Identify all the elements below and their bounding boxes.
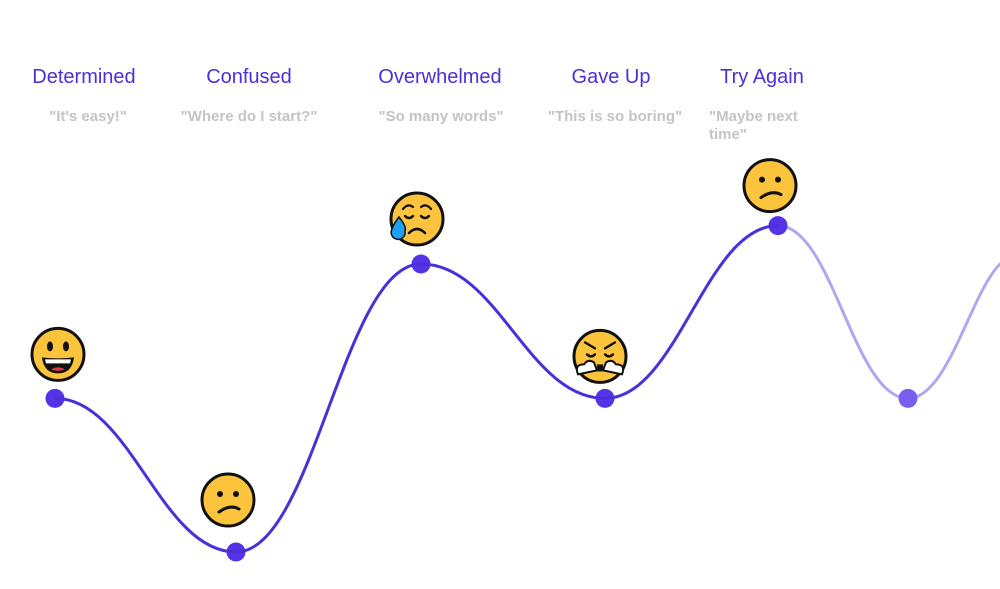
stage-quote-overwhelmed: "So many words" [378, 108, 504, 125]
data-point [898, 388, 918, 408]
huffing-face-icon [572, 328, 628, 384]
stage-label-determined: Determined [32, 66, 136, 88]
curve-line-faded [776, 224, 1000, 400]
stage-quote-try-again: "Maybe next time" [709, 108, 798, 143]
stage-label-gave-up: Gave Up [571, 66, 651, 88]
stage-quote-determined: "It's easy!" [49, 108, 127, 125]
stage-quote-gave-up: "This is so boring" [547, 108, 683, 125]
confused-face-icon [200, 472, 256, 528]
stage-label-overwhelmed: Overwhelmed [378, 66, 502, 88]
confused-face-icon [742, 158, 798, 214]
points-layer [45, 216, 918, 562]
sad-sweat-face-icon [389, 191, 445, 247]
emoji-layer [30, 158, 798, 528]
stage-quote-confused: "Where do I start?" [180, 108, 318, 125]
stage-label-confused: Confused [206, 66, 292, 88]
grinning-face-icon [30, 326, 86, 382]
stage-label-try-again: Try Again [720, 66, 804, 88]
curve-line [53, 224, 780, 554]
